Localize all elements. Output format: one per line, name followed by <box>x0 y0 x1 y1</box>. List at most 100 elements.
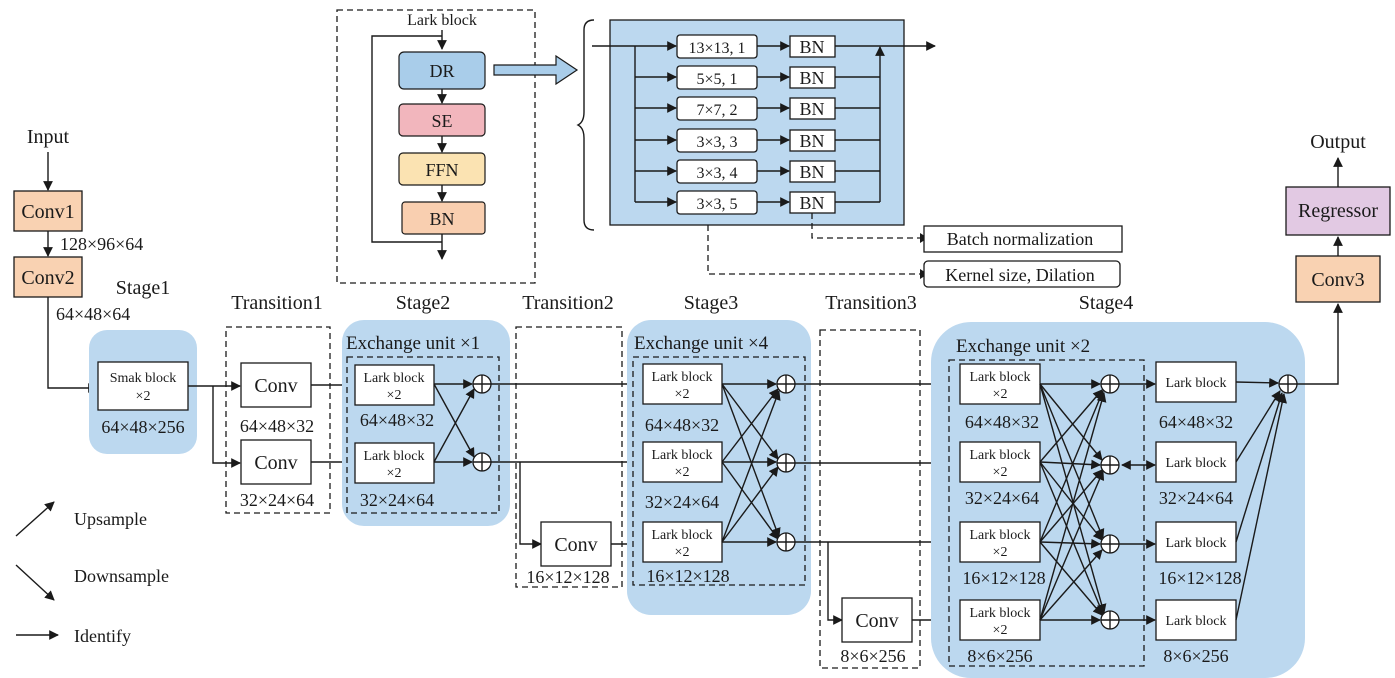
expand-arrow-icon <box>493 54 579 86</box>
ffn-label: FFN <box>425 160 458 180</box>
stage3-exchange-frame <box>632 356 806 586</box>
conv1-dim: 128×96×64 <box>60 234 143 254</box>
smak-block-label: Smak block <box>110 371 177 386</box>
stage3-sum-node-1 <box>776 374 796 394</box>
stage4-panel <box>931 322 1305 678</box>
output-label: Output <box>1310 131 1366 153</box>
smak-block <box>97 361 189 411</box>
dr-branch-6-label: 3×3, 5 <box>696 196 737 213</box>
regressor-label: Regressor <box>1298 200 1378 222</box>
stage3-lark-count-3: ×2 <box>675 545 690 560</box>
conv3-box <box>1295 255 1381 303</box>
lark-detail-panel <box>336 9 536 284</box>
stage4-dim-3: 16×12×128 <box>962 568 1045 588</box>
stage3-dim-1: 64×48×32 <box>645 415 719 435</box>
stage4-right-dim-3: 16×12×128 <box>1158 568 1241 588</box>
stage3-lark-label-2: Lark block <box>651 448 712 463</box>
stage3-title: Stage3 <box>684 292 738 314</box>
stage4-dim-4: 8×6×256 <box>967 646 1032 666</box>
transition1-conv-bottom-label: Conv <box>254 452 297 474</box>
dr-bn-2-label: BN <box>799 68 824 88</box>
transition1-conv-top-label: Conv <box>254 375 297 397</box>
se-label: SE <box>431 111 452 131</box>
dr-branch-1-label: 13×13, 1 <box>688 40 745 57</box>
stage2-title: Stage2 <box>396 292 450 314</box>
smak-block-count: ×2 <box>136 389 151 404</box>
regressor-box <box>1285 186 1391 236</box>
stage4-lark-block-3 <box>959 521 1041 563</box>
transition2-conv-label: Conv <box>554 534 597 556</box>
stage4-right-lark-label-1: Lark block <box>1165 376 1226 391</box>
brace-icon <box>576 19 595 231</box>
bn-block <box>401 201 486 235</box>
dr-branch-4-label: 3×3, 3 <box>696 134 737 151</box>
stage4-lark-block-4 <box>959 599 1041 641</box>
dr-bn-3-label: BN <box>799 99 824 119</box>
stage4-lark-label-4: Lark block <box>969 606 1030 621</box>
transition1-conv-top <box>240 362 312 408</box>
stage4-sum-node-1 <box>1100 374 1120 394</box>
stage4-right-lark-label-3: Lark block <box>1165 536 1226 551</box>
transition2-conv <box>540 521 612 567</box>
dr-branch-3-label: 7×7, 2 <box>696 102 737 119</box>
stage2-lark-count-1: ×2 <box>387 388 402 403</box>
bn-block-label: BN <box>429 209 454 229</box>
stage4-lark-label-3: Lark block <box>969 528 1030 543</box>
stage2-dim-2: 32×24×64 <box>360 490 434 510</box>
stage3-lark-count-2: ×2 <box>675 465 690 480</box>
lark-detail-title: Lark block <box>407 12 477 29</box>
stage2-lark-count-2: ×2 <box>387 466 402 481</box>
stage3-lark-label-3: Lark block <box>651 528 712 543</box>
stage2-lark-label-1: Lark block <box>363 371 424 386</box>
stage4-exchange: Exchange unit ×2 <box>956 336 1090 357</box>
stage1-title: Stage1 <box>116 277 170 299</box>
stage4-right-dim-4: 8×6×256 <box>1163 646 1228 666</box>
stage2-lark-block-1 <box>354 364 435 406</box>
stage4-right-dim-2: 32×24×64 <box>1159 488 1233 508</box>
stage4-title: Stage4 <box>1079 292 1133 314</box>
dr-branch-5-label: 3×3, 4 <box>696 165 737 182</box>
conv2-label: Conv2 <box>21 267 74 289</box>
stage4-lark-count-1: ×2 <box>993 387 1008 402</box>
stage4-lark-count-3: ×2 <box>993 545 1008 560</box>
stage4-sum-node-4 <box>1100 610 1120 630</box>
stage4-dim-2: 32×24×64 <box>965 488 1039 508</box>
stage4-lark-label-1: Lark block <box>969 370 1030 385</box>
stage4-dim-1: 64×48×32 <box>965 412 1039 432</box>
stage4-sum-node-3 <box>1100 534 1120 554</box>
stage2-sum-node-2 <box>472 452 492 472</box>
transition2-frame <box>515 326 623 588</box>
dr-bn-5-label: BN <box>799 162 824 182</box>
final-sum-node <box>1278 374 1298 394</box>
stage3-lark-count-1: ×2 <box>675 387 690 402</box>
stage3-dim-2: 32×24×64 <box>645 492 719 512</box>
stage2-lark-label-2: Lark block <box>363 449 424 464</box>
transition1-dim-top: 64×48×32 <box>240 416 314 436</box>
stage4-right-lark-3 <box>1155 521 1237 563</box>
dr-branch-2-label: 5×5, 1 <box>696 71 737 88</box>
transition3-title: Transition3 <box>825 292 917 314</box>
stage2-sum-node-1 <box>472 374 492 394</box>
stage4-lark-block-1 <box>959 363 1041 405</box>
legend-upsample: Upsample <box>74 509 147 529</box>
transition3-conv-label: Conv <box>855 610 898 632</box>
stage3-sum-node-3 <box>776 532 796 552</box>
stage4-right-dim-1: 64×48×32 <box>1159 412 1233 432</box>
stage2-lark-block-2 <box>354 442 435 484</box>
stage4-sum-node-2 <box>1100 455 1120 475</box>
downsample-arrow-icon <box>15 564 55 601</box>
transition1-conv-bottom <box>240 439 312 485</box>
transition3-frame <box>819 329 921 669</box>
stage4-right-lark-2 <box>1155 441 1237 483</box>
stage4-lark-count-4: ×2 <box>993 623 1008 638</box>
stage3-exchange: Exchange unit ×4 <box>634 333 769 354</box>
transition2-dim: 16×12×128 <box>526 567 609 587</box>
legend-downsample: Downsample <box>74 566 169 586</box>
transition1-dim-bottom: 32×24×64 <box>240 490 314 510</box>
stage4-right-lark-label-4: Lark block <box>1165 614 1226 629</box>
stage3-lark-label-1: Lark block <box>651 370 712 385</box>
conv1-label: Conv1 <box>21 201 74 223</box>
legend-identify: Identify <box>74 626 131 646</box>
kernel-legend <box>923 260 1121 288</box>
